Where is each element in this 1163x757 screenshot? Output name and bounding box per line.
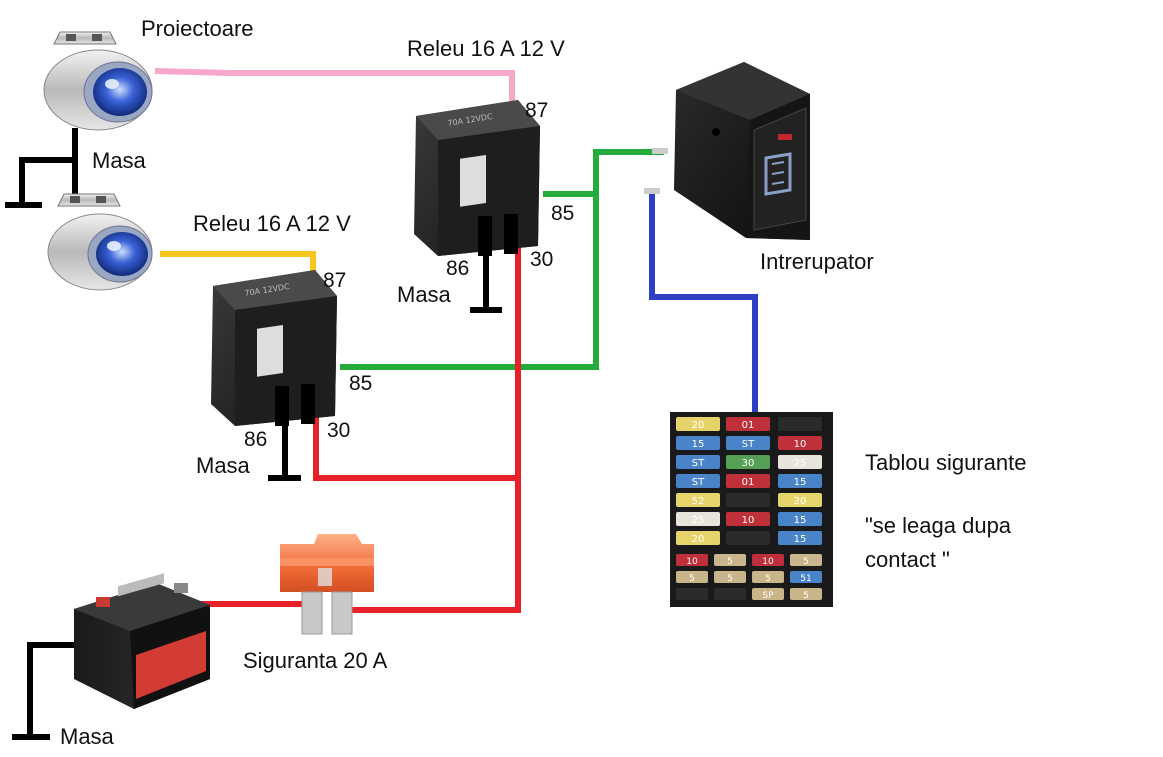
fuse-slot-label: 10 [794, 439, 807, 450]
fuse-slot [726, 474, 770, 488]
rocker-switch-icon [644, 62, 810, 240]
wire-red-fuse-to-trunk [342, 232, 521, 613]
wire-green-to-relay-bottom [340, 190, 599, 370]
fuse-slot [726, 512, 770, 526]
fuse-slot [726, 493, 770, 507]
fuse-slot-label: 30 [742, 458, 755, 469]
fuse-slot-small-label: 5 [727, 574, 733, 584]
label-pin-30-bottom: 30 [327, 419, 351, 442]
fuse-slot-label: 25 [692, 515, 705, 526]
label-pin-85-top: 85 [551, 202, 575, 225]
label-tablou-sigurante: Tablou sigurante [865, 450, 1027, 475]
fuse-slot-small [676, 588, 708, 600]
fuse-slot-label: 20 [692, 420, 705, 431]
label-masa-relay-top: Masa [397, 282, 451, 307]
label-pin-87-bottom: 87 [323, 269, 347, 292]
fog-lamp-top-icon [43, 31, 153, 131]
fuse-slot [676, 474, 720, 488]
fuse-slot-small-label: 5 [803, 557, 809, 567]
fuse-slot-small [752, 554, 784, 566]
fuse-slot-label: 10 [742, 515, 755, 526]
fuse-slot [676, 512, 720, 526]
fuse-slot [726, 455, 770, 469]
blade-fuse-icon [280, 534, 374, 635]
fuse-slot-small-label: 10 [686, 557, 698, 567]
fuse-slot-small [676, 571, 708, 583]
wire-blue-switch-to-fusebox [649, 193, 758, 418]
fuse-slot [676, 531, 720, 545]
wire-green-switch-to-relay-top [543, 149, 664, 197]
fuse-slot-small-label: 5 [803, 591, 809, 601]
fuse-slot-label: 01 [742, 420, 755, 431]
fuse-slot-small [714, 588, 746, 600]
fuse-slot-label: 15 [794, 515, 807, 526]
label-pin-85-bottom: 85 [349, 372, 373, 395]
label-releu-bottom: Releu 16 A 12 V [193, 211, 351, 236]
fog-lamp-bottom-icon [47, 193, 153, 291]
fuse-slot-small-label: 5 [727, 557, 733, 567]
label-proiectoare: Proiectoare [141, 16, 254, 41]
car-battery-icon [74, 573, 210, 709]
fuse-slot [726, 531, 770, 545]
wire-ground-lamps-branch [19, 157, 75, 205]
fuse-slot-label: 52 [692, 496, 705, 507]
fuse-slot-small [714, 554, 746, 566]
fuse-slot-label: ST [692, 458, 705, 469]
label-pin-86-top: 86 [446, 257, 470, 280]
relay-bottom-icon: 70A 12VDC [211, 270, 337, 426]
fuse-slot-small [676, 554, 708, 566]
fuse-slot-small [790, 588, 822, 600]
fuse-slot-small [790, 571, 822, 583]
fuse-slot [676, 436, 720, 450]
fuse-slot-label: 20 [692, 534, 705, 545]
fuse-slot-small-label: 5 [689, 574, 695, 584]
label-releu-top: Releu 16 A 12 V [407, 36, 565, 61]
fuse-slot-small [714, 571, 746, 583]
fuse-slot [778, 455, 822, 469]
fuse-slot-small [752, 571, 784, 583]
wire-ground-battery [27, 642, 82, 737]
fuse-slot-label: 20 [794, 496, 807, 507]
fuse-slot-small [752, 588, 784, 600]
label-masa-lamps: Masa [92, 148, 146, 173]
fuse-slot [778, 436, 822, 450]
fuse-slot-small-label: 5 [765, 574, 771, 584]
fuse-slot [778, 493, 822, 507]
fuse-slot-label: 25 [794, 458, 807, 469]
fuse-slot [778, 417, 822, 431]
fuse-slot [778, 512, 822, 526]
label-masa-relay-bottom: Masa [196, 453, 250, 478]
fuse-slot-small-label: SP [762, 591, 774, 601]
wire-red-to-relay-bottom [313, 408, 518, 481]
label-note-line2: contact " [865, 547, 950, 572]
label-pin-30-top: 30 [530, 248, 554, 271]
fuse-slot [676, 417, 720, 431]
fuse-slot-small-label: 10 [762, 557, 774, 567]
fuse-slot-label: 01 [742, 477, 755, 488]
label-note-line1: "se leaga dupa [865, 513, 1012, 538]
fuse-slot-label: 15 [794, 534, 807, 545]
fuse-slot-label: 15 [692, 439, 705, 450]
fuse-slot-small-label: 51 [800, 574, 811, 584]
fuse-slot [778, 474, 822, 488]
fuse-slot [726, 417, 770, 431]
label-intrerupator: Intrerupator [760, 249, 874, 274]
fuse-slot [676, 493, 720, 507]
label-siguranta: Siguranta 20 A [243, 648, 388, 673]
fuse-slot-label: 15 [794, 477, 807, 488]
fuse-slot [676, 455, 720, 469]
relay-top-icon: 70A 12VDC [414, 100, 540, 256]
fuse-slot [726, 436, 770, 450]
fuse-slot-small [790, 554, 822, 566]
fuse-slot [778, 531, 822, 545]
label-pin-87-top: 87 [525, 99, 549, 122]
fuse-slot-label: ST [692, 477, 705, 488]
label-masa-battery: Masa [60, 724, 114, 749]
fuse-slot-label: ST [742, 439, 755, 450]
label-pin-86-bottom: 86 [244, 428, 268, 451]
